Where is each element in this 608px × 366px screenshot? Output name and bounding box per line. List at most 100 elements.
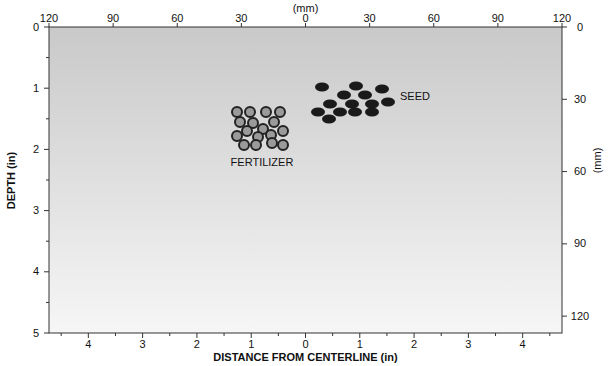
- tick-label: 1: [357, 339, 363, 350]
- fertilizer-granule: [251, 140, 261, 150]
- tick-label: 4: [33, 266, 39, 277]
- tick: [115, 333, 116, 336]
- tick: [386, 333, 387, 336]
- tick-label: 3: [465, 339, 471, 350]
- tick: [495, 333, 496, 336]
- tick: [305, 333, 306, 338]
- tick-label: 3: [33, 205, 39, 216]
- tick: [44, 271, 49, 272]
- tick-label: 4: [85, 339, 91, 350]
- tick: [44, 27, 49, 28]
- seed: [322, 115, 336, 124]
- tick-label: 90: [492, 13, 504, 24]
- tick: [44, 210, 49, 211]
- tick: [177, 23, 178, 27]
- tick-label: 120: [40, 13, 58, 24]
- tick: [414, 333, 415, 338]
- fertilizer-granule: [239, 140, 249, 150]
- seed: [348, 108, 362, 117]
- tick: [49, 23, 50, 27]
- fertilizer-granules: [232, 107, 288, 150]
- seed-group: [311, 82, 395, 124]
- seed: [333, 108, 347, 117]
- tick: [46, 241, 49, 242]
- tick: [61, 333, 62, 336]
- tick: [332, 333, 333, 336]
- tick-label: 30: [235, 13, 247, 24]
- seed: [365, 108, 379, 117]
- tick-label: 3: [140, 339, 146, 350]
- fertilizer-label: FERTILIZER: [231, 157, 294, 168]
- fertilizer-granule: [261, 107, 271, 117]
- tick-label: 90: [574, 238, 586, 249]
- axis-ticks: [44, 23, 567, 338]
- axis-title: DEPTH (in): [7, 151, 18, 208]
- tick: [497, 23, 498, 27]
- tick-label: 0: [577, 22, 583, 33]
- tick: [359, 333, 360, 338]
- fertilizer-granule: [232, 107, 242, 117]
- tick-label: 120: [571, 311, 589, 322]
- fertilizer-granule: [275, 107, 285, 117]
- seed-label: SEED: [400, 91, 430, 102]
- tick: [562, 171, 567, 172]
- tick: [241, 23, 242, 27]
- axis-title: DISTANCE FROM CENTERLINE (in): [213, 352, 397, 363]
- tick: [441, 333, 442, 336]
- seed: [349, 82, 363, 91]
- tick: [562, 23, 563, 27]
- tick: [278, 333, 279, 336]
- tick: [224, 333, 225, 336]
- fertilizer-granule: [232, 131, 242, 141]
- fertilizer-granule: [278, 140, 288, 150]
- tick: [46, 302, 49, 303]
- tick-label: 30: [574, 94, 586, 105]
- fertilizer-granule: [267, 138, 277, 148]
- tick-label: 60: [171, 13, 183, 24]
- soil-region: [49, 27, 562, 333]
- tick: [369, 23, 370, 27]
- tick: [46, 180, 49, 181]
- tick-label: 1: [248, 339, 254, 350]
- tick: [113, 23, 114, 27]
- tick-label: 4: [520, 339, 526, 350]
- tick-label: 90: [107, 13, 119, 24]
- axis-unit: (mm): [593, 147, 604, 173]
- tick-label: 60: [428, 13, 440, 24]
- tick: [46, 57, 49, 58]
- tick: [44, 333, 49, 334]
- tick-label: 0: [302, 13, 308, 24]
- tick: [196, 333, 197, 338]
- tick-label: 2: [194, 339, 200, 350]
- tick: [142, 333, 143, 338]
- tick-label: 2: [411, 339, 417, 350]
- tick: [549, 333, 550, 336]
- seed: [358, 91, 372, 100]
- fertilizer-granule: [245, 107, 255, 117]
- tick: [46, 118, 49, 119]
- seed: [345, 100, 359, 109]
- tick: [251, 333, 252, 338]
- tick: [433, 23, 434, 27]
- tick-label: 1: [33, 83, 39, 94]
- fertilizer-granule: [269, 117, 279, 127]
- tick-label: 0: [33, 22, 39, 33]
- tick: [522, 333, 523, 338]
- tick-label: 30: [364, 13, 376, 24]
- tick-label: 60: [574, 166, 586, 177]
- tick: [562, 27, 567, 28]
- tick: [169, 333, 170, 336]
- fertilizer-granule: [242, 126, 252, 136]
- tick: [562, 99, 567, 100]
- seed: [311, 108, 325, 117]
- seed: [365, 100, 379, 109]
- seed: [375, 85, 389, 94]
- seed: [337, 91, 351, 100]
- tick: [468, 333, 469, 338]
- tick: [44, 149, 49, 150]
- seed: [381, 98, 395, 107]
- tick-label: 2: [33, 144, 39, 155]
- tick-label: 0: [302, 339, 308, 350]
- tick: [44, 88, 49, 89]
